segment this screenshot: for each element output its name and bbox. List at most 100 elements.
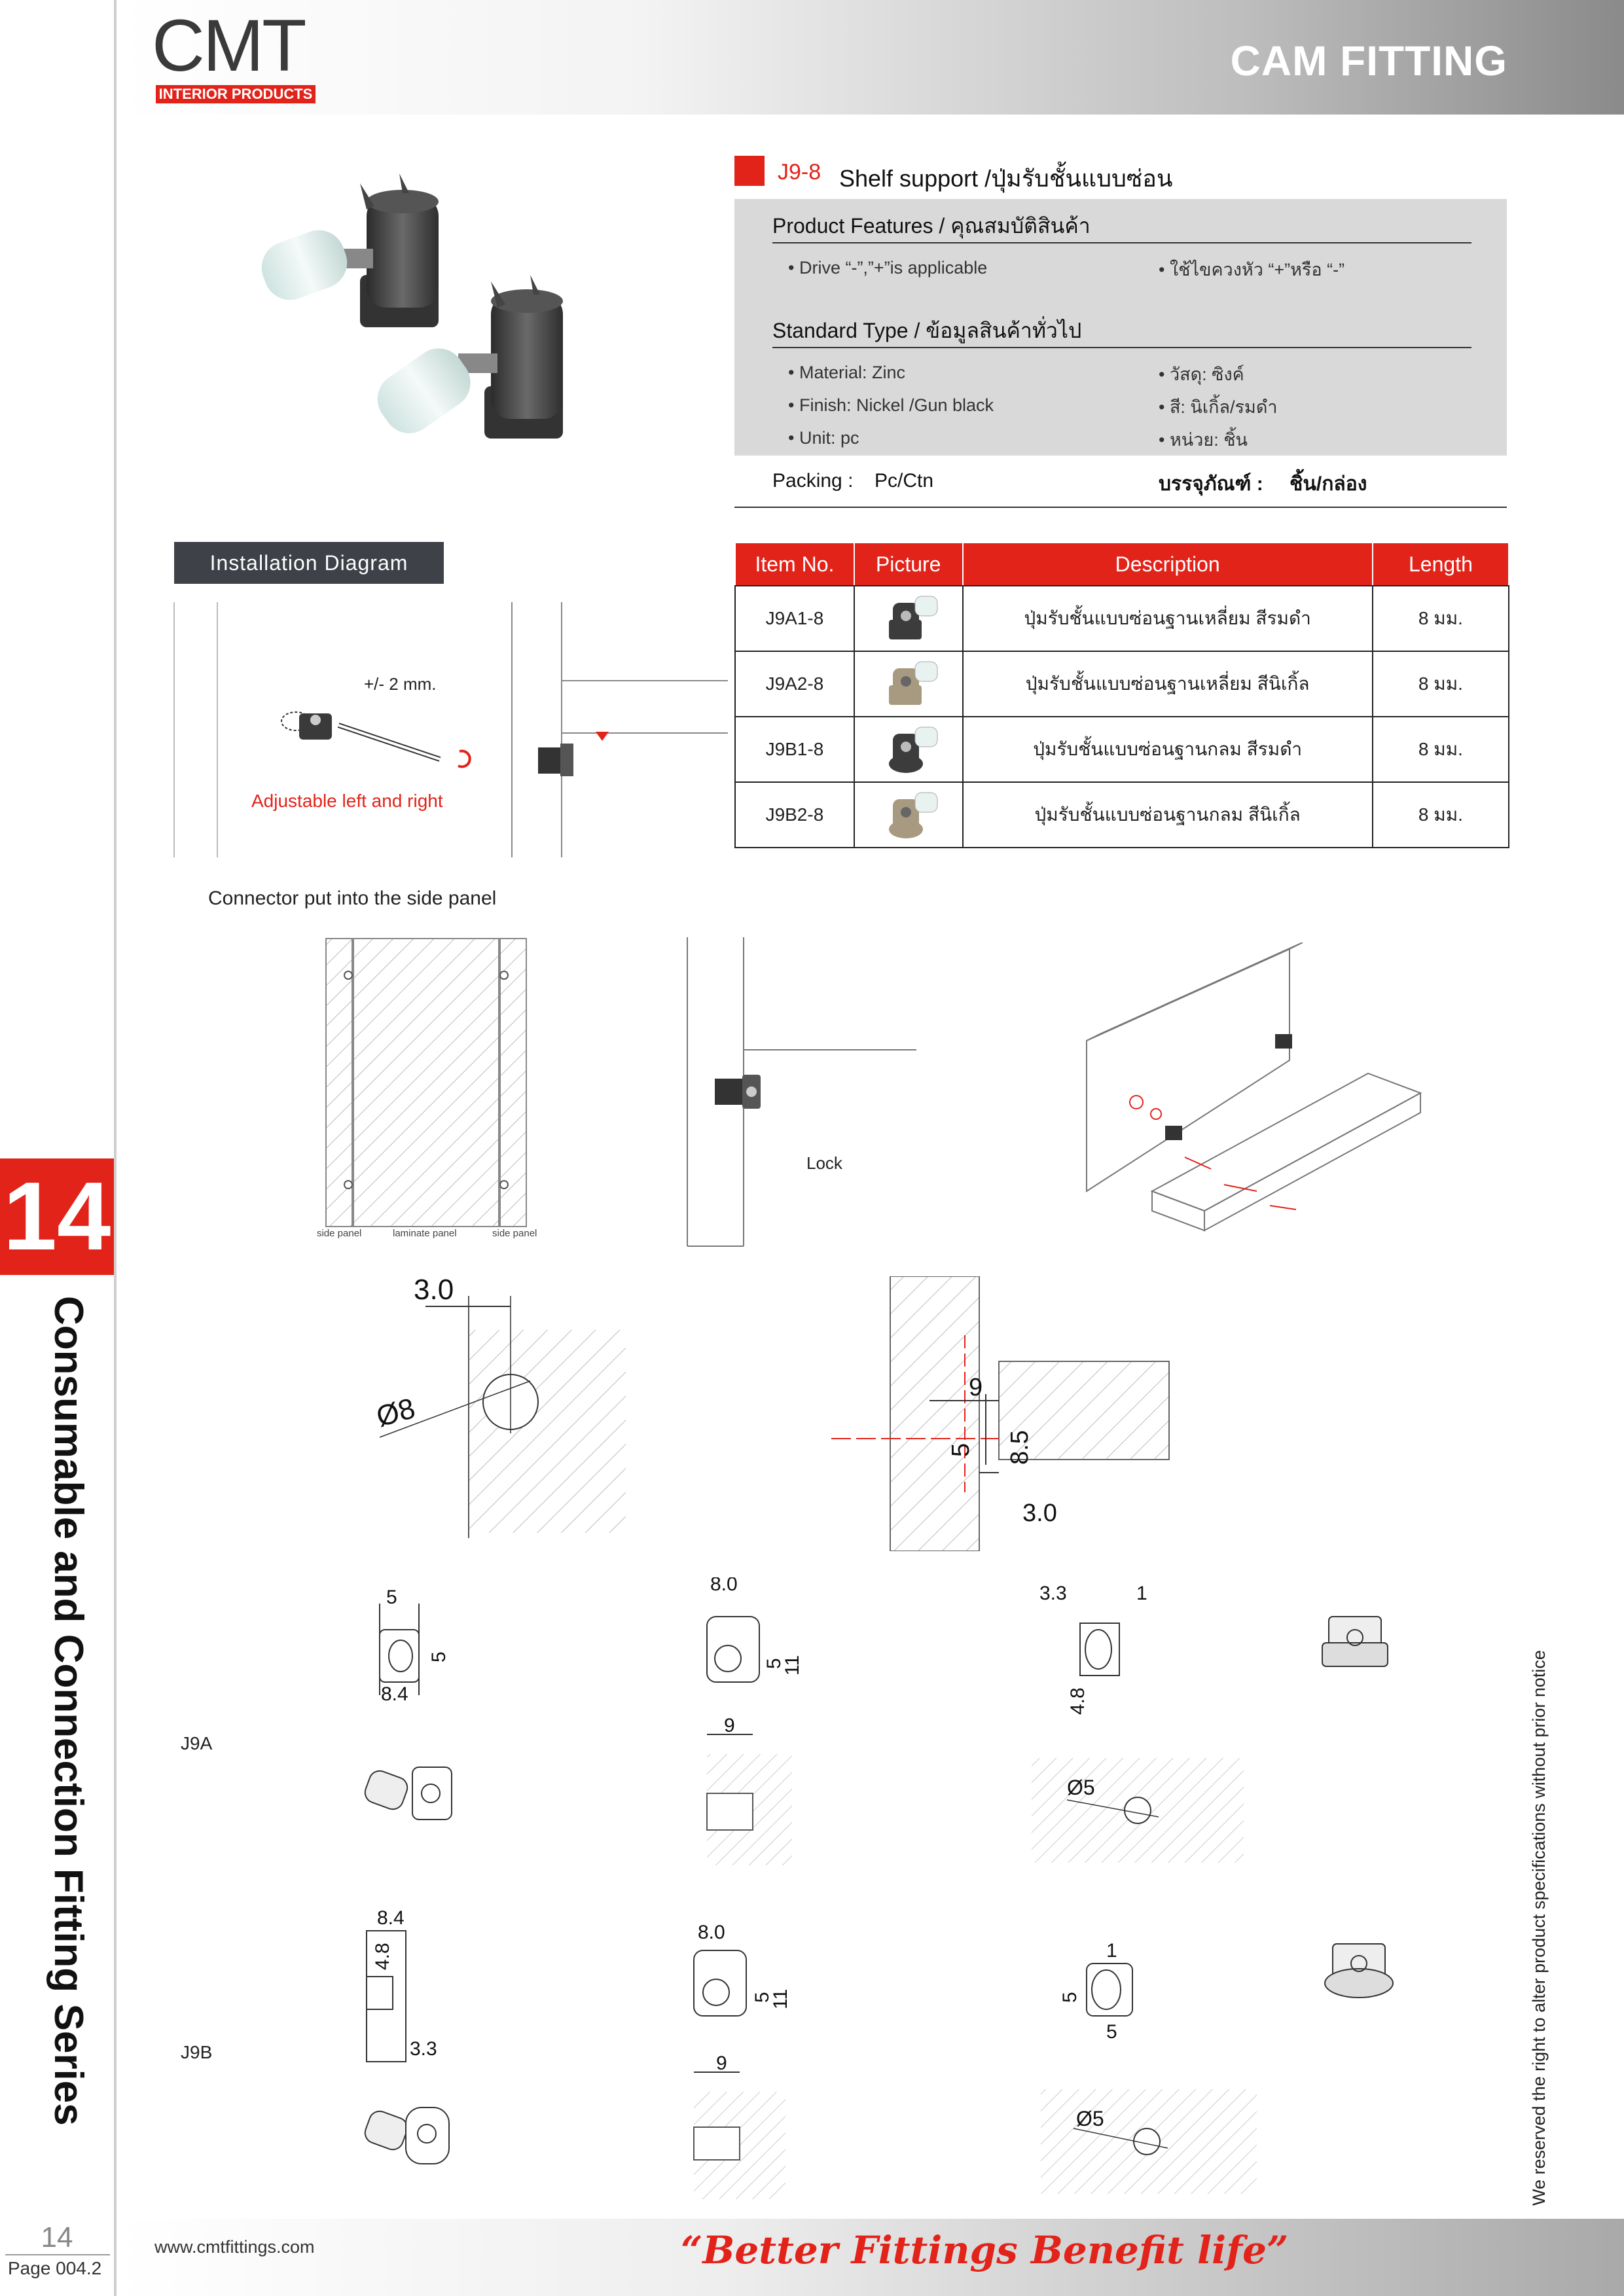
page-title: CAM FITTING: [1230, 37, 1507, 84]
j9b-drawings: 8.4 4.8 3.3 8.0 5 11 1 5 5 9 Ø5: [364, 1907, 1394, 2199]
panel-front-view: [325, 938, 527, 1227]
dim-8-5: 8.5: [1006, 1430, 1034, 1465]
tolerance-label: +/- 2 mm.: [364, 674, 437, 694]
dim-j9a-8-4: 8.4: [381, 1683, 408, 1705]
panel-label-left: side panel: [317, 1228, 362, 1239]
feature-item-th: • ใช้ไขควงหัว “+”หรือ “-”: [1159, 260, 1345, 279]
dim-5: 5: [947, 1443, 975, 1457]
cam-thumbnail-icon: [888, 792, 938, 838]
dim-j9b-1: 1: [1106, 1940, 1117, 1962]
packing-rule: [734, 507, 1507, 508]
dim-j9b-9: 9: [716, 2053, 727, 2074]
item-description: ปุ่มรับชั้นแบบซ่อนฐานกลม สีนิเกิ้ล: [962, 781, 1373, 848]
installation-diagram: [173, 602, 728, 857]
table-row: J9A1-8 ปุ่มรับชั้นแบบซ่อนฐานเหลี่ยม สีรม…: [734, 585, 1510, 652]
item-length: 8 มม.: [1371, 651, 1510, 717]
item-no: J9B2-8: [734, 781, 855, 848]
item-picture: [853, 585, 964, 652]
item-picture: [853, 781, 964, 848]
j9b-cam-icon: [364, 2107, 450, 2164]
standard-item-unit-th: • หน่วย: ชิ้น: [1159, 430, 1248, 450]
dim-j9a-dia5: Ø5: [1067, 1776, 1095, 1799]
item-table: Item No. Picture Description Length J9A1…: [734, 542, 1510, 848]
dim-j9b-dia5: Ø5: [1076, 2107, 1104, 2130]
features-rule: [772, 242, 1471, 243]
standard-heading: Standard Type / ข้อมูลสินค้าทั่วไป: [772, 319, 1082, 342]
panel-label-middle: laminate panel: [393, 1228, 457, 1239]
dim-drill-diameter: Ø8: [373, 1392, 418, 1433]
connector-caption: Connector put into the side panel: [208, 888, 497, 909]
table-header-row: Item No. Picture Description Length: [734, 542, 1510, 586]
item-no: J9A1-8: [734, 585, 855, 652]
footer-website-link[interactable]: www.cmtfittings.com: [154, 2237, 315, 2257]
dim-j9b-5a: 5: [751, 1992, 773, 2003]
adjustable-label: Adjustable left and right: [251, 791, 443, 811]
item-description: ปุ่มรับชั้นแบบซ่อนฐานเหลี่ยม สีนิเกิ้ล: [962, 651, 1373, 717]
standard-item-material: • Material: Zinc: [788, 363, 905, 382]
item-no: J9B1-8: [734, 716, 855, 783]
product-photo: [261, 173, 563, 439]
sidebar-divider: [114, 0, 117, 2296]
standard-rule: [772, 347, 1471, 348]
standard-item-finish: • Finish: Nickel /Gun black: [788, 395, 994, 415]
chapter-badge: 14: [0, 1158, 114, 1275]
dim-j9b-4-8: 4.8: [372, 1943, 393, 1970]
dim-j9b-8-4: 8.4: [377, 1907, 405, 1929]
j9a-cam-icon: [364, 1767, 452, 1820]
drill-detail-top: 3.0 Ø8: [373, 1274, 626, 1538]
dim-j9b-11: 11: [770, 1989, 791, 2009]
dim-j9a-11: 11: [782, 1655, 803, 1676]
cam-fitting-2: [377, 275, 563, 439]
product-name: Shelf support /ปุ่มรับชั้นแบบซ่อน: [839, 165, 1173, 192]
item-description: ปุ่มรับชั้นแบบซ่อนฐานกลม สีรมดำ: [962, 716, 1373, 783]
legal-notice: We reserved the right to alter product s…: [1529, 1650, 1549, 2206]
header-picture: Picture: [853, 542, 964, 586]
j9b-label: J9B: [181, 2042, 213, 2062]
packing-label: Packing :: [772, 470, 854, 492]
item-no: J9A2-8: [734, 651, 855, 717]
item-description: ปุ่มรับชั้นแบบซ่อนฐานเหลี่ยม สีรมดำ: [962, 585, 1373, 652]
features-heading: Product Features / คุณสมบัติสินค้า: [772, 214, 1091, 238]
header-length: Length: [1371, 542, 1510, 586]
side-section-detail: 9 5 8.5 3.0: [831, 1276, 1170, 1551]
installation-diagram-label: Installation Diagram: [174, 542, 444, 584]
table-row: J9B1-8 ปุ่มรับชั้นแบบซ่อนฐานกลม สีรมดำ 8…: [734, 716, 1510, 783]
header-item-no: Item No.: [734, 542, 855, 586]
header-description: Description: [962, 542, 1373, 586]
table-row: J9A2-8 ปุ่มรับชั้นแบบซ่อนฐานเหลี่ยม สีนิ…: [734, 651, 1510, 717]
lock-label: Lock: [806, 1153, 842, 1173]
footer-slogan: “Better Fittings Benefit life”: [681, 2228, 1289, 2272]
j9b-iso-icon: [1324, 1943, 1394, 1998]
page-footer: [117, 2219, 1624, 2296]
item-length: 8 มม.: [1371, 585, 1510, 652]
dim-j9a-5b: 5: [428, 1651, 450, 1662]
j9a-drawings: 5 5 8.4 8.0 5 11 3.3 1 4.8 9 Ø5: [364, 1577, 1388, 1865]
dim-j9b-5b: 5: [1059, 1992, 1081, 2003]
item-picture: [853, 651, 964, 717]
dim-j9b-8-0: 8.0: [698, 1922, 725, 1943]
j9a-label: J9A: [181, 1733, 213, 1753]
title-marker: [734, 156, 765, 186]
standard-item-unit: • Unit: pc: [788, 428, 859, 448]
dim-3-0: 3.0: [1022, 1499, 1057, 1527]
cabinet-isometric: [1086, 942, 1422, 1232]
page-number: 14: [41, 2221, 73, 2253]
dim-9: 9: [969, 1374, 983, 1401]
dim-j9a-1: 1: [1136, 1583, 1147, 1604]
j9a-iso-icon: [1322, 1616, 1388, 1667]
cam-fitting-1: [261, 173, 439, 327]
page-ref-divider: [5, 2254, 110, 2255]
cam-thumbnail-icon: [888, 726, 938, 773]
page-header: [117, 0, 1624, 115]
cam-thumbnail-icon: [888, 596, 938, 639]
packing-value: Pc/Ctn: [875, 470, 934, 492]
dim-j9b-3-3: 3.3: [410, 2038, 437, 2060]
dim-j9a-9: 9: [724, 1715, 735, 1736]
dim-j9a-5a: 5: [386, 1587, 397, 1608]
standard-item-material-th: • วัสดุ: ซิงค์: [1159, 365, 1244, 384]
dim-j9a-4-8: 4.8: [1067, 1687, 1089, 1715]
logo-subtitle: INTERIOR PRODUCTS: [156, 85, 316, 103]
dim-j9a-5c: 5: [763, 1658, 785, 1669]
panel-label-right: side panel: [492, 1228, 537, 1239]
spec-panel: [734, 199, 1507, 456]
